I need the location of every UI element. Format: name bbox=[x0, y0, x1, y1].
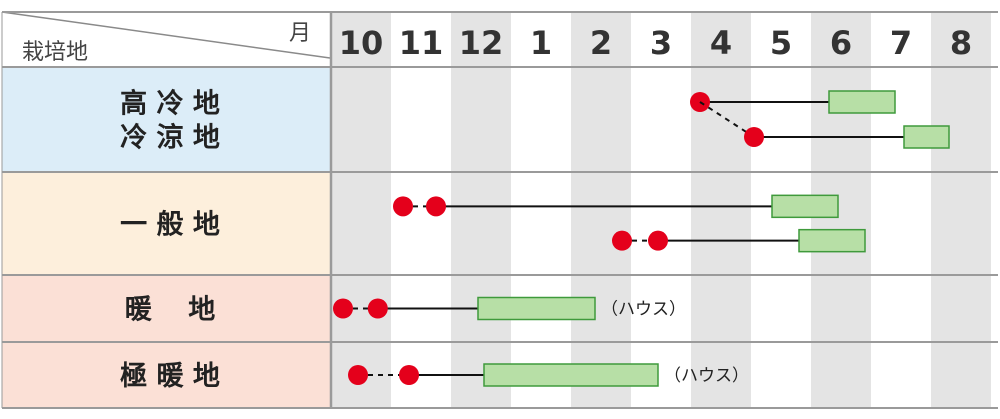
header-corner-cell bbox=[2, 12, 331, 67]
region-label: 暖 地 bbox=[125, 295, 215, 326]
region-cell bbox=[2, 67, 331, 172]
greenhouse-note: （ハウス） bbox=[664, 366, 749, 386]
region-label-column: 高 冷 地冷 涼 地一 般 地暖 地極 暖 地 bbox=[2, 67, 331, 408]
region-cell bbox=[2, 342, 331, 408]
region-label: 一 般 地 bbox=[120, 209, 220, 241]
harvest-period bbox=[828, 90, 896, 114]
region-label: 冷 涼 地 bbox=[120, 123, 220, 154]
grid-lines bbox=[1, 11, 998, 409]
column-header-label: 月 bbox=[289, 21, 311, 46]
schedule-layer: （ハウス） （ハウス） bbox=[333, 90, 950, 387]
harvest-period bbox=[483, 363, 659, 387]
month-column-10 bbox=[331, 12, 391, 408]
month-column-8 bbox=[931, 12, 991, 408]
month-column-7 bbox=[871, 12, 931, 408]
greenhouse-note: （ハウス） bbox=[601, 300, 686, 320]
month-column-4 bbox=[691, 12, 751, 408]
month-label: 1 bbox=[530, 24, 552, 62]
schedule-bar bbox=[393, 194, 839, 219]
month-label: 6 bbox=[830, 24, 852, 62]
sowing-dot bbox=[612, 230, 632, 251]
header-diagonal-line bbox=[1, 11, 331, 59]
sowing-dot bbox=[348, 365, 368, 385]
month-column-2 bbox=[571, 12, 631, 408]
planting-dot bbox=[367, 298, 388, 319]
schedule-bar: （ハウス） bbox=[348, 363, 749, 387]
month-label: 7 bbox=[890, 24, 912, 62]
region-cell bbox=[2, 275, 331, 342]
harvest-period bbox=[798, 228, 866, 253]
harvest-period bbox=[903, 125, 950, 149]
schedule-bar bbox=[699, 101, 950, 149]
harvest-period bbox=[771, 194, 839, 219]
planting-dot bbox=[399, 365, 419, 385]
month-label: 8 bbox=[950, 24, 972, 62]
schedule-bar: （ハウス） bbox=[333, 296, 686, 321]
region-label: 高 冷 地 bbox=[120, 88, 220, 120]
month-column-1 bbox=[511, 12, 571, 408]
harvest-period bbox=[477, 296, 596, 321]
region-cell bbox=[2, 172, 331, 275]
planting-dot bbox=[744, 127, 764, 147]
planting-dot bbox=[426, 196, 446, 217]
schedule-bar bbox=[612, 228, 866, 253]
month-label: 10 bbox=[339, 24, 384, 62]
month-label: 3 bbox=[650, 24, 672, 62]
sowing-dot bbox=[333, 298, 353, 319]
month-label: 11 bbox=[399, 24, 444, 62]
schedule-bar bbox=[690, 90, 896, 114]
planting-dot bbox=[648, 230, 668, 251]
dashed-connector bbox=[699, 101, 755, 138]
sowing-dot bbox=[393, 196, 413, 217]
month-label: 4 bbox=[710, 24, 732, 62]
month-label: 2 bbox=[590, 24, 612, 62]
region-label: 極 暖 地 bbox=[120, 361, 220, 392]
month-column-12 bbox=[451, 12, 511, 408]
month-label: 12 bbox=[459, 24, 504, 62]
month-column-3 bbox=[631, 12, 691, 408]
month-label: 5 bbox=[770, 24, 792, 62]
row-header-label: 栽培地 bbox=[22, 40, 88, 65]
